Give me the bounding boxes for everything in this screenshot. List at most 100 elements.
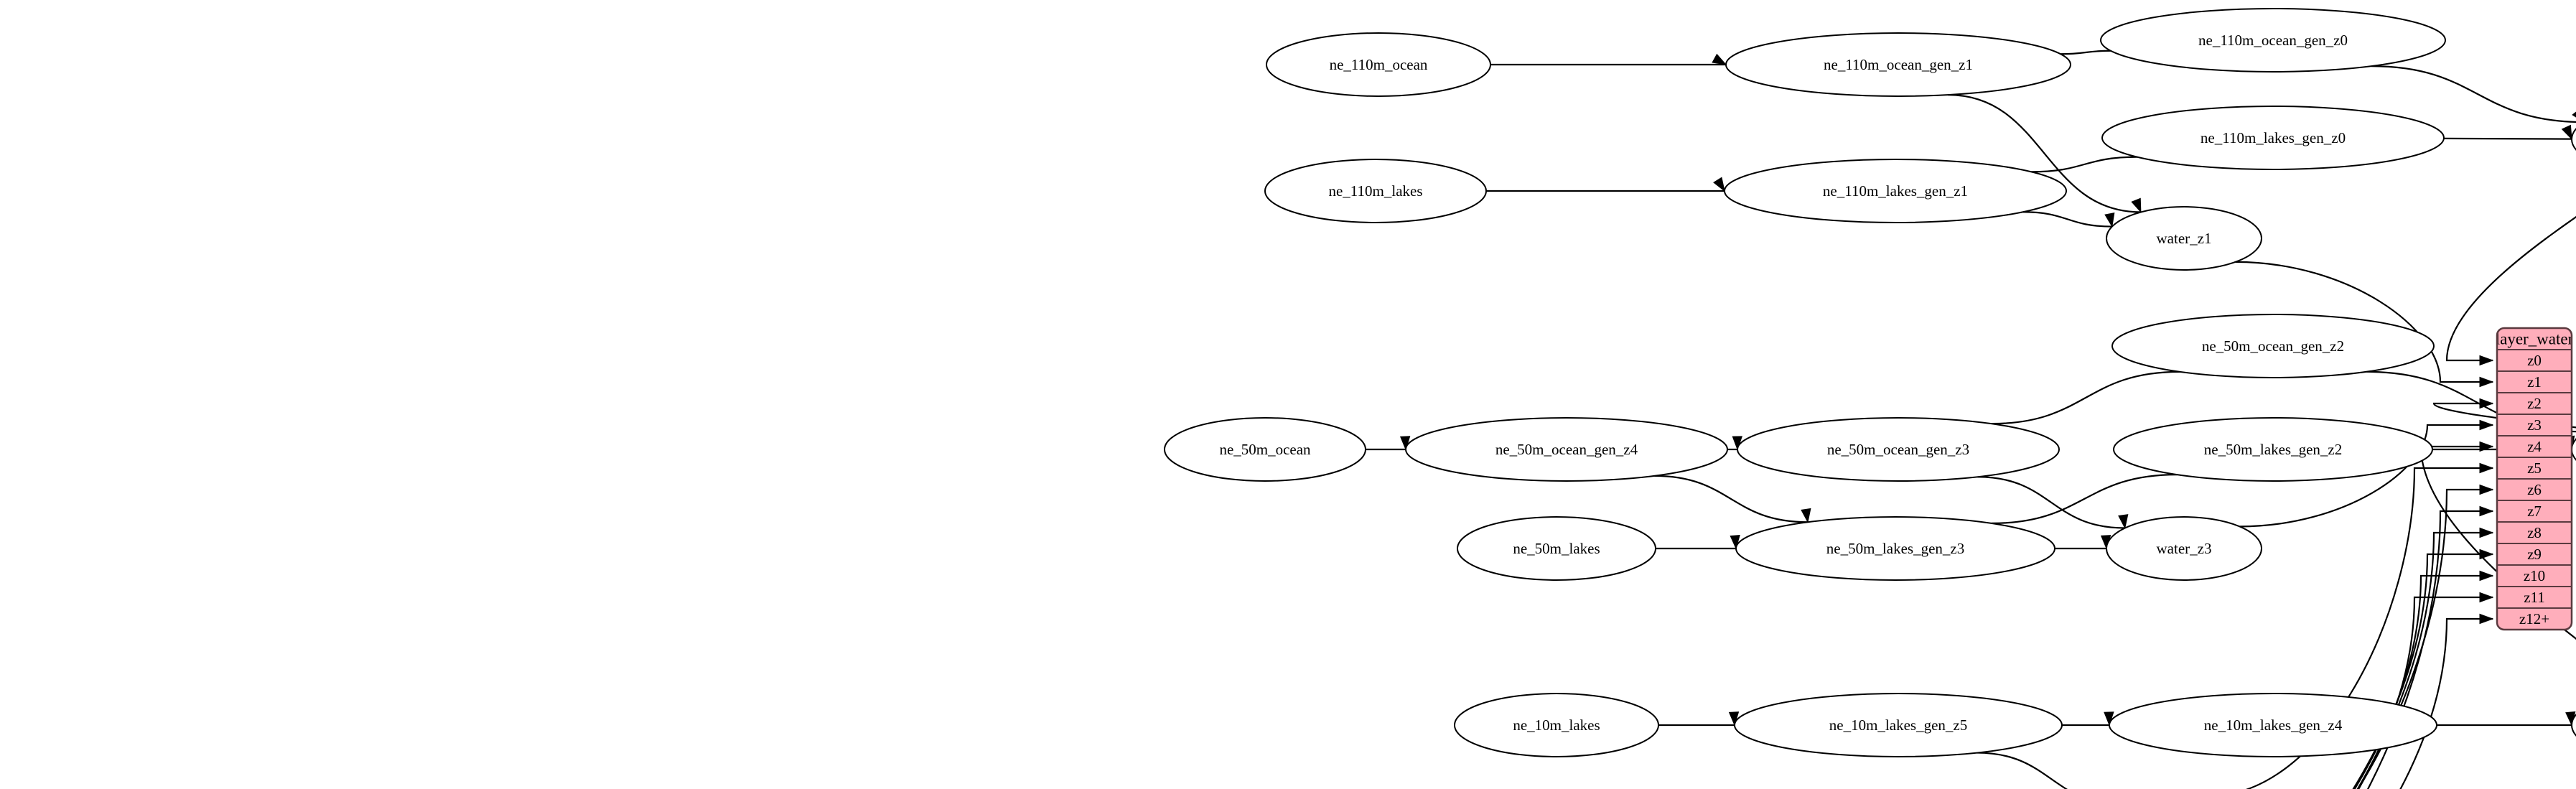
graph-node-ne_50m_ocean_gen_z2[interactable]: ne_50m_ocean_gen_z2 xyxy=(2111,314,2435,378)
layer-water-row-label: z5 xyxy=(2527,459,2542,477)
graph-node-ne_10m_lakes[interactable]: ne_10m_lakes xyxy=(1454,693,1659,757)
node-label: ne_10m_lakes xyxy=(1513,716,1600,734)
layer-water-row-label: z7 xyxy=(2527,503,2542,520)
graph-node-ne_50m_ocean_gen_z3[interactable]: ne_50m_ocean_gen_z3 xyxy=(1737,417,2060,482)
node-ellipse xyxy=(1264,159,1487,223)
node-ellipse xyxy=(2113,417,2433,482)
node-ellipse xyxy=(2101,106,2445,170)
graph-node-water_z3[interactable]: water_z3 xyxy=(2106,516,2262,581)
layer-edge-z7 xyxy=(2366,510,2493,789)
node-ellipse xyxy=(2106,516,2262,581)
edge-arrowhead xyxy=(2572,111,2576,118)
node-label: ne_110m_lakes_gen_z1 xyxy=(1823,182,1968,200)
edge-arrowhead xyxy=(1399,436,1411,451)
node-ellipse xyxy=(2571,714,2576,737)
edge-arrowhead xyxy=(1728,711,1740,727)
layer-water-row-z12+[interactable] xyxy=(2497,607,2572,630)
graph-node-ne_110m_lakes[interactable]: ne_110m_lakes xyxy=(1264,159,1487,223)
edge-arrowhead xyxy=(2479,484,2494,495)
node-ellipse xyxy=(2571,128,2576,151)
graph-node-ne_50m_lakes[interactable]: ne_50m_lakes xyxy=(1457,516,1656,581)
layer-edge-z0 xyxy=(2445,215,2576,362)
node-label: ne_50m_ocean_gen_z2 xyxy=(2202,337,2344,355)
node-label: ne_50m_ocean xyxy=(1219,441,1311,458)
edge-arrowhead xyxy=(2479,505,2494,517)
graph-edge xyxy=(2031,156,2137,173)
graph-node-water_z0[interactable]: water_z0 xyxy=(2571,108,2576,171)
node-label: ne_50m_ocean_gen_z3 xyxy=(1827,441,1969,458)
node-ellipse xyxy=(1734,693,2063,757)
edge-arrowhead xyxy=(2104,213,2115,228)
graph-node-ne_110m_ocean_gen_z0[interactable]: ne_110m_ocean_gen_z0 xyxy=(2100,8,2446,73)
graph-edge xyxy=(1977,752,2068,789)
layer-edge-z1 xyxy=(2235,261,2493,383)
graph-node-ne_110m_ocean[interactable]: ne_110m_ocean xyxy=(1266,32,1491,97)
graph-node-water_z1[interactable]: water_z1 xyxy=(2106,206,2262,271)
edge-arrowhead xyxy=(2479,376,2494,388)
edge-arrowhead xyxy=(2479,527,2494,538)
layer-water-row-label: z1 xyxy=(2527,373,2542,391)
graph-node-ne_10m_lakes_gen_z5[interactable]: ne_10m_lakes_gen_z5 xyxy=(1734,693,2063,757)
layer-water-row-z11[interactable] xyxy=(2497,586,2572,609)
graph-edge xyxy=(1977,476,2125,529)
edge-arrowhead xyxy=(2479,570,2494,582)
layer-edge-z3 xyxy=(2239,424,2493,528)
layer-water-row-label: z0 xyxy=(2527,352,2542,369)
layer-water-row-z3[interactable] xyxy=(2497,414,2572,436)
nodes-group: imposm3osm_water_polygonosm_ocean_polygo… xyxy=(1164,8,2576,757)
node-ellipse xyxy=(1725,32,2071,97)
layer-water-row-label: z6 xyxy=(2527,481,2542,498)
node-ellipse xyxy=(2109,693,2437,757)
edge-arrowhead xyxy=(2479,355,2494,366)
edge-arrowhead xyxy=(1801,508,1811,523)
node-ellipse xyxy=(1405,417,1728,482)
edge-arrowhead xyxy=(1713,177,1725,192)
node-label: water_z1 xyxy=(2157,230,2212,247)
edge-arrowhead xyxy=(2131,197,2142,213)
node-label: ne_110m_ocean_gen_z1 xyxy=(1824,56,1973,73)
edge-arrowhead xyxy=(2479,441,2494,452)
edge-arrowhead xyxy=(1730,535,1740,550)
graph-edge xyxy=(2022,211,2112,228)
edge-arrowhead xyxy=(2479,398,2494,409)
layer-edge-z5 xyxy=(2245,467,2493,789)
layer-water-row-z1[interactable] xyxy=(2497,370,2572,393)
layer-water-row-label: z12+ xyxy=(2519,610,2549,627)
layer-water-table[interactable]: layer_waterz0z1z2z3z4z5z6z7z8z9z10z11z12… xyxy=(2496,327,2574,631)
table-body: layer_waterz0z1z2z3z4z5z6z7z8z9z10z11z12… xyxy=(2496,328,2574,630)
edge-arrowhead xyxy=(1732,436,1743,451)
graph-node-ne_50m_ocean[interactable]: ne_50m_ocean xyxy=(1164,417,1366,482)
node-label: ne_110m_lakes xyxy=(1328,182,1422,200)
graph-edge xyxy=(1991,474,2178,524)
layer-water-title: layer_water xyxy=(2496,330,2574,348)
edge-arrowhead xyxy=(2561,124,2572,140)
edge-arrowhead xyxy=(2479,548,2494,560)
layer-water-row-label: z2 xyxy=(2527,395,2542,412)
graph-node-water_z4[interactable]: water_z4 xyxy=(2571,694,2576,757)
graph-edge xyxy=(1948,94,2141,213)
layer-water-row-label: z8 xyxy=(2527,524,2542,541)
node-label: ne_50m_lakes_gen_z3 xyxy=(1826,540,1964,557)
graph-node-ne_50m_ocean_gen_z4[interactable]: ne_50m_ocean_gen_z4 xyxy=(1405,417,1728,482)
edge-arrowhead xyxy=(2479,613,2494,625)
node-ellipse xyxy=(1454,693,1659,757)
layer-water-row-label: z4 xyxy=(2527,438,2542,455)
layer-edge-z8 xyxy=(2356,531,2493,789)
graph-node-ne_50m_lakes_gen_z2[interactable]: ne_50m_lakes_gen_z2 xyxy=(2113,417,2433,482)
edge-arrowhead xyxy=(2479,462,2494,474)
node-ellipse xyxy=(1735,516,2055,581)
edges-group xyxy=(1366,36,2576,789)
node-label: ne_110m_ocean_gen_z0 xyxy=(2198,32,2348,49)
graph-node-ne_110m_ocean_gen_z1[interactable]: ne_110m_ocean_gen_z1 xyxy=(1725,32,2071,97)
edge-arrowhead xyxy=(2118,514,2129,529)
graph-node-ne_110m_lakes_gen_z0[interactable]: ne_110m_lakes_gen_z0 xyxy=(2101,106,2445,170)
graph-node-ne_10m_lakes_gen_z4[interactable]: ne_10m_lakes_gen_z4 xyxy=(2109,693,2437,757)
node-label: ne_10m_lakes_gen_z4 xyxy=(2204,716,2343,734)
node-label: water_z3 xyxy=(2157,540,2212,557)
graph-node-ne_110m_lakes_gen_z1[interactable]: ne_110m_lakes_gen_z1 xyxy=(1724,159,2067,223)
graph-node-ne_50m_lakes_gen_z3[interactable]: ne_50m_lakes_gen_z3 xyxy=(1735,516,2055,581)
node-ellipse xyxy=(1737,417,2060,482)
edge-arrowhead xyxy=(1712,53,1727,65)
node-label: ne_10m_lakes_gen_z5 xyxy=(1829,716,1967,734)
